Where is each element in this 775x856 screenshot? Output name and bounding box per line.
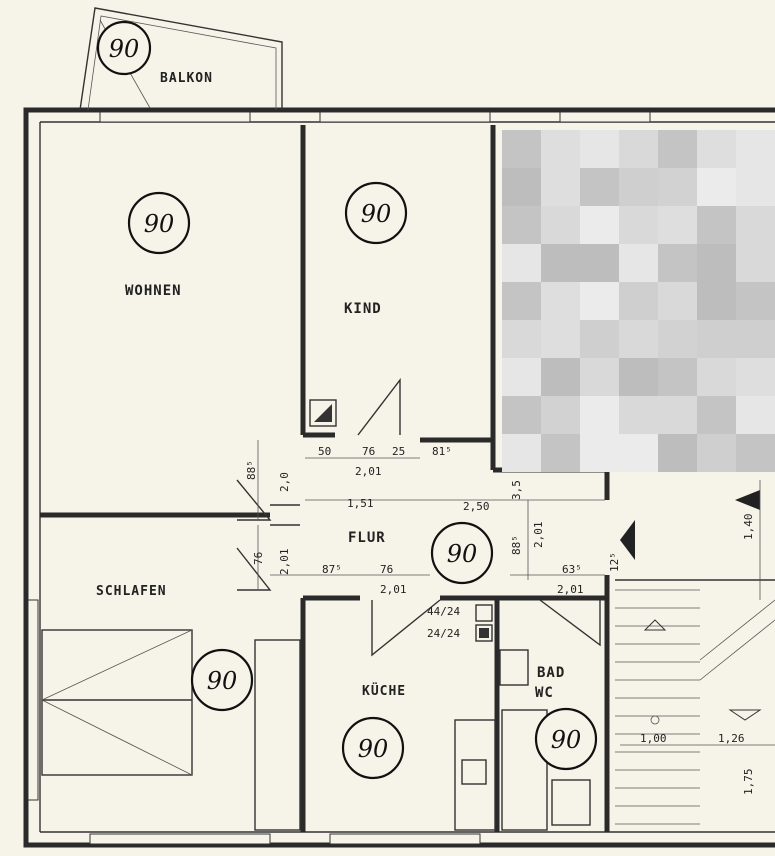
badge-schlafen: 90 (190, 648, 254, 712)
dimension-lines (257, 440, 775, 746)
dim-label: 24/24 (427, 627, 460, 640)
dim-label: 81⁵ (432, 445, 452, 458)
dim-label: 87⁵ (322, 563, 342, 576)
dim-label: 63⁵ (562, 563, 582, 576)
dim-label: 88⁵ (510, 535, 523, 555)
svg-text:90: 90 (361, 200, 392, 228)
wc-label: WC (535, 685, 554, 701)
dim-label: 76 (380, 563, 393, 576)
svg-text:90: 90 (109, 35, 140, 63)
svg-text:90: 90 (207, 667, 238, 695)
dim-label: 2,0 (278, 472, 291, 492)
dim-label: 1,00 (640, 732, 667, 745)
svg-text:90: 90 (447, 540, 478, 568)
wohnen-label: WOHNEN (125, 283, 182, 299)
dim-label: 2,01 (380, 583, 407, 596)
badge-wohnen: 90 (127, 191, 191, 255)
badge-flur: 90 (430, 521, 494, 585)
dim-label: 76 (252, 552, 265, 565)
balkon-label: BALKON (160, 71, 213, 86)
kueche-label: KÜCHE (362, 683, 406, 699)
dim-label: 2,01 (532, 522, 545, 549)
schlafen-label: SCHLAFEN (96, 584, 167, 599)
badge-bad: 90 (534, 707, 598, 771)
dim-label: 1,40 (742, 514, 755, 541)
svg-text:90: 90 (551, 726, 582, 754)
bed (41, 629, 301, 831)
kitchen-fixtures (454, 604, 496, 831)
dim-label: 50 (318, 445, 331, 458)
doors (236, 377, 601, 657)
dim-label: 76 (362, 445, 375, 458)
kind-label: KIND (344, 301, 382, 317)
dim-label: 44/24 (427, 605, 460, 618)
badge-kueche: 90 (341, 716, 405, 780)
dim-label: 2,01 (278, 549, 291, 576)
badge-kind: 90 (344, 181, 408, 245)
bath-fixtures (499, 649, 591, 831)
badge-balkon: 90 (96, 20, 152, 76)
flur-label: FLUR (348, 530, 386, 546)
dim-label: 2,01 (355, 465, 382, 478)
dim-label: 3,5 (510, 480, 523, 500)
stairwell (615, 490, 775, 825)
dim-label: 1,51 (347, 497, 374, 510)
dim-label: 1,75 (742, 769, 755, 796)
svg-text:90: 90 (144, 210, 175, 238)
dim-label: 25 (392, 445, 405, 458)
dim-label: 12⁵ (608, 552, 621, 572)
dim-label: 2,50 (463, 500, 490, 513)
dim-label: 1,26 (718, 732, 745, 745)
pixelated-area (502, 130, 775, 472)
dim-label: 2,01 (557, 583, 584, 596)
dim-label: 88⁵ (245, 460, 258, 480)
bad-label: BAD (537, 665, 565, 681)
svg-text:90: 90 (358, 735, 389, 763)
chimney (309, 399, 337, 427)
